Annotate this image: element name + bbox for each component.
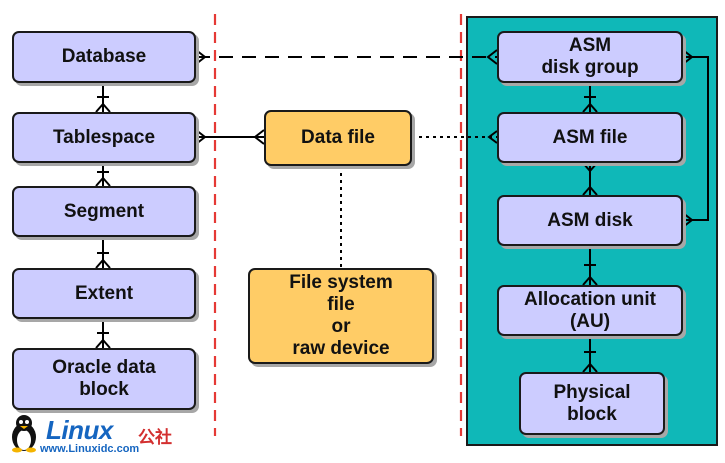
tablespace-label: Tablespace (52, 126, 156, 148)
crowsfoot-ext-blk (95, 338, 111, 349)
linuxidc-logo: Linux 公社 www.Linuxidc.com (6, 413, 176, 457)
physical-block-label: Physical block (553, 381, 631, 425)
file-system-file-box: File system file or raw device (248, 268, 434, 364)
penguin-icon (12, 415, 36, 453)
extent-box: Extent (12, 268, 196, 319)
allocation-unit-box: Allocation unit (AU) (497, 285, 683, 336)
logo-chinese: 公社 (138, 428, 172, 448)
logo-url: www.Linuxidc.com (40, 443, 140, 455)
segment-label: Segment (63, 200, 145, 222)
oracle-data-block-label: Oracle data block (52, 357, 156, 400)
data-file-label: Data file (301, 127, 375, 148)
logo-word: Linux (46, 415, 113, 445)
edge-dg-disk-loop (683, 56, 709, 221)
physical-block-box: Physical block (519, 372, 665, 435)
asm-disk-box: ASM disk (497, 195, 683, 246)
asm-disk-group-box: ASM disk group (497, 31, 683, 83)
crowsfoot-ts-seg (95, 176, 111, 187)
allocation-unit-label: Allocation unit (AU) (524, 288, 656, 332)
tablespace-box: Tablespace (12, 112, 196, 163)
database-box: Database (12, 31, 196, 83)
asm-disk-group-label: ASM disk group (541, 35, 639, 78)
asm-disk-label: ASM disk (547, 209, 633, 231)
data-file-box: Data file (264, 110, 412, 166)
oracle-data-block-box: Oracle data block (12, 348, 196, 410)
extent-label: Extent (74, 282, 134, 304)
crowsfoot-db-ts (95, 102, 111, 113)
file-system-file-label: File system file or raw device (289, 272, 393, 359)
database-label: Database (61, 46, 147, 67)
crowsfoot-seg-ext (95, 258, 111, 269)
asm-file-label: ASM file (552, 126, 628, 148)
segment-box: Segment (12, 186, 196, 237)
asm-file-box: ASM file (497, 112, 683, 163)
